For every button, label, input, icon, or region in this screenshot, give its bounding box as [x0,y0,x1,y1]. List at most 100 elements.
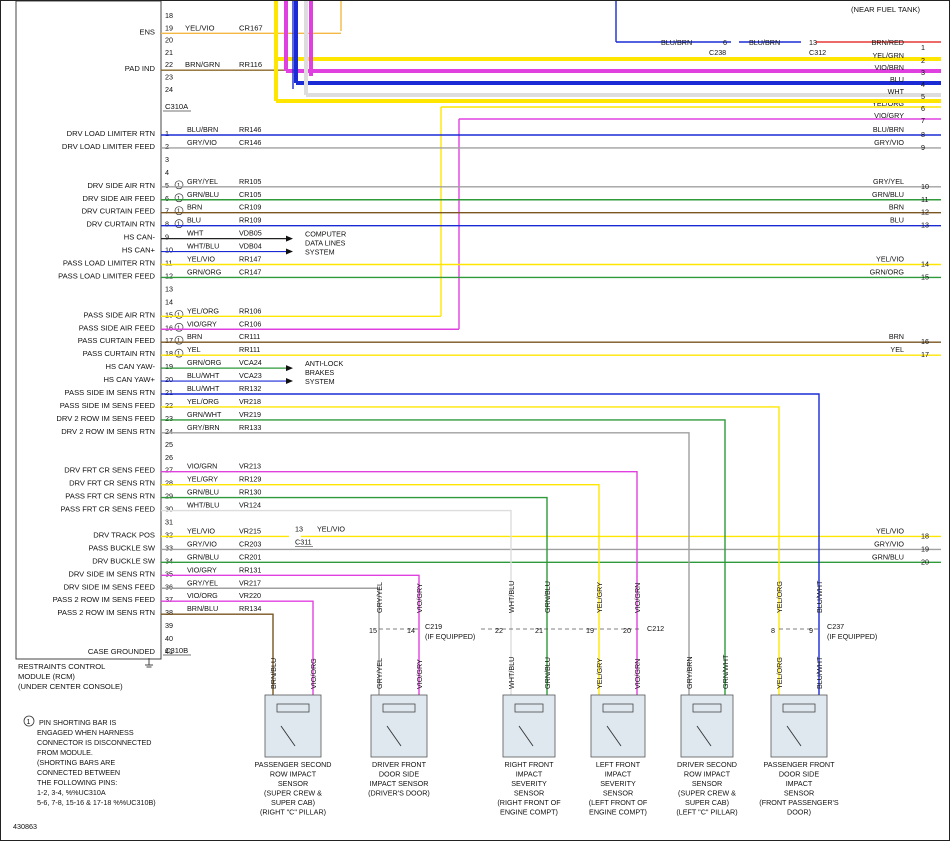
pin-output-number: 18 [921,531,929,540]
pin-number: 12 [165,271,173,280]
sensor-wire [161,587,380,695]
pin-label: PASS SIDE AIR RTN [84,310,155,319]
pin-wire-color: BLU/WHT [187,371,220,380]
sensor-wire [161,574,420,695]
pin-label: PASS LOAD LIMITER FEED [58,271,155,280]
pin-wire-color: GRN/ORG [187,267,222,276]
sensor-wire [161,483,600,695]
pin-label: DRV LOAD LIMITER FEED [62,142,156,151]
pin-wire-color: WHT [187,229,204,238]
footnote-line: ENGAGED WHEN HARNESS [37,728,134,737]
pin-wire-color-right: BLU [890,216,904,225]
pin-number: 9 [165,233,169,242]
upper-pin-number: 18 [165,11,173,20]
sensor-switch [386,725,402,747]
sensor-wire [161,471,638,695]
sensor-name-line: (SUPER CREW & [264,789,322,798]
pin-circuit-code: CR109 [239,203,261,212]
pin-circuit-code: VDB05 [239,229,262,238]
sensor-wire-color: YEL/GRY [595,658,604,689]
footnote-line: CONNECTED BETWEEN [37,768,120,777]
sensor-box [264,694,322,758]
pin-label: DRV BUCKLE SW [92,556,156,565]
sensor-name-line: SUPER CAB) [271,798,315,807]
pin-circuit-code: RR109 [239,216,261,225]
top-location-note: (NEAR FUEL TANK) [851,5,921,14]
pin-wire-color: BLU/BRN [187,125,218,134]
sensor-name-line: DOOR SIDE [779,770,820,779]
data-system-label: BRAKES [305,368,334,377]
sensor-wire-color-upper: YEL/ORG [775,581,784,613]
sensor-name-line: IMPACT [516,770,543,779]
rcm-module-name-line: MODULE (RCM) [18,672,75,681]
pin-number: 4 [165,168,169,177]
connector-label-c310a: C310A [165,102,189,111]
pin-wire-color: GRY/YEL [187,177,218,186]
pin-number: 23 [165,414,173,423]
bundle-wire-color: YEL/ORG [872,99,904,108]
sensor-wire-color: GRY/BRN [685,656,694,689]
data-line-arrow [286,365,293,372]
pin-wire-color: YEL/GRY [187,475,218,484]
sensor-resistor [602,703,634,713]
pin-wire-color: YEL/VIO [187,255,215,264]
pin-wire-color: BLU/WHT [187,384,220,393]
pin-circuit-code: CR146 [239,138,261,147]
pin-label: HS CAN YAW- [105,362,155,371]
pin-label: DRV FRT CR SENS RTN [69,479,155,488]
pin-wire-color: BRN/BLU [187,604,218,613]
c311-pin: 13 [295,524,303,533]
sensor-resistor [782,703,816,713]
pin-wire-color-right: GRY/VIO [874,138,904,147]
pin-circuit-code: RR133 [239,423,261,432]
pin-label: PASS 2 ROW IM SENS RTN [57,608,155,617]
sensor-name-line: DOOR SIDE [379,770,420,779]
pin-wire-color: VIO/ORG [187,591,218,600]
sensor-wire [161,393,820,695]
pin-wire-color-right: GRN/ORG [870,267,905,276]
sensor-name-line: IMPACT [786,779,813,788]
pin-number: 6 [165,194,169,203]
pin-circuit-code: VR215 [239,526,261,535]
shorting-bar-marker [174,180,184,190]
pin-output-number: 16 [921,337,929,346]
pin-circuit-code: CR111 [239,332,260,341]
mid-connector-pin: 14 [407,626,415,635]
pin-number: 14 [165,297,173,306]
pin-number: 26 [165,453,173,462]
pin-label: DRV CURTAIN RTN [86,220,155,229]
pin-wire-color-right: BLU/BRN [873,125,904,134]
pin-number: 25 [165,440,173,449]
pin-wire-color: GRN/WHT [187,410,222,419]
pin-wire-color: GRY/VIO [187,138,217,147]
sensor-resistor [514,703,544,713]
pin-number: 32 [165,530,173,539]
mid-connector-pin: 8 [771,626,775,635]
upper-pin-number: 21 [165,48,173,57]
mid-connector-note: (IF EQUIPPED) [827,632,877,641]
footnote-symbol: 1 [27,719,31,726]
pin-label: PASS SIDE IM SENS FEED [60,401,156,410]
pin-wire-color: YEL/VIO [187,526,215,535]
rcm-module-name-line: (UNDER CENTER CONSOLE) [18,682,123,691]
pin-number: 31 [165,518,173,527]
pin-circuit-code: VR217 [239,578,261,587]
footnote-line: FROM MODULE. [37,748,93,757]
sensor-switch [696,725,712,747]
pin-label: DRV FRT CR SENS FEED [64,466,155,475]
sensor-name-line: (LEFT FRONT OF [589,798,648,807]
pin-wire-color-right: BRN [889,203,904,212]
sensor-wire-color: GRN/WHT [721,654,730,689]
pin-number: 41 [165,647,173,656]
pin-wire-color: GRY/YEL [187,578,218,587]
mid-connector-pin: 20 [623,626,631,635]
pin-label: DRV CURTAIN FEED [82,207,156,216]
splice-pin: 6 [723,38,727,47]
pin-number: 38 [165,608,173,617]
pin-number: 8 [165,220,169,229]
bundle-pin-number: 2 [921,56,925,65]
pin-wire-color: VIO/GRN [187,462,217,471]
pin-number: 39 [165,621,173,630]
pin-number: 29 [165,492,173,501]
pin-circuit-code: RR105 [239,177,261,186]
